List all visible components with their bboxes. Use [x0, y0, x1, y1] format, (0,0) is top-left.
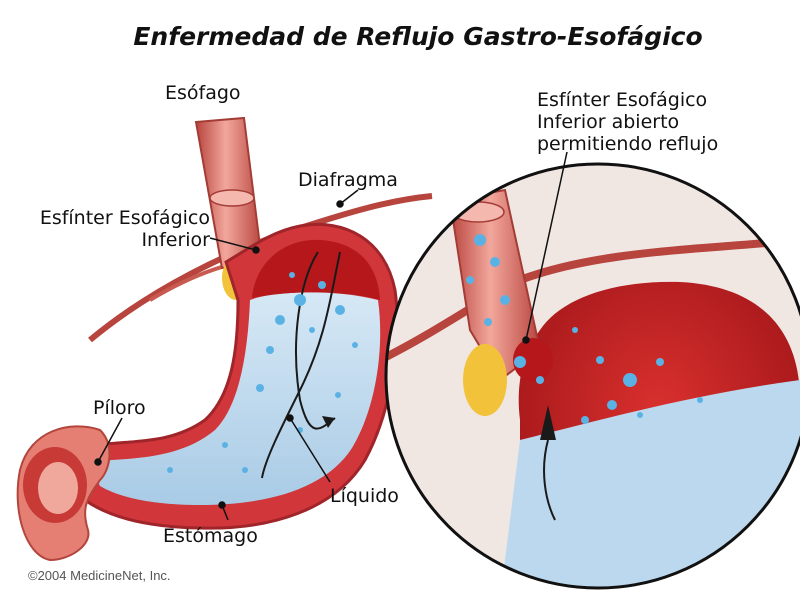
label-zoom-line3: permitiendo reflujo — [537, 133, 718, 155]
zoom-reflux-arrowhead — [540, 405, 556, 440]
label-liquido: Líquido — [330, 485, 399, 507]
copyright-text: ©2004 MedicineNet, Inc. — [28, 568, 171, 583]
zoom-sphincter — [513, 338, 553, 382]
reflux-arrowhead — [322, 416, 335, 428]
pylorus-opening — [38, 462, 78, 514]
zoom-fat-deposit — [463, 344, 507, 416]
zoom-reflux-line — [543, 439, 556, 521]
esophagus-opening — [209, 189, 255, 207]
zoom-esophagus-opening — [451, 201, 505, 223]
label-esfinter-line1: Esfínter Esofágico — [40, 207, 210, 229]
label-diafragma: Diafragma — [298, 169, 398, 191]
label-piloro: Píloro — [93, 397, 146, 419]
stomach-illustration — [16, 116, 433, 562]
reflux-arrow-path — [295, 251, 336, 430]
liquid-bubbles — [167, 272, 358, 473]
label-esofago: Esófago — [165, 82, 241, 104]
label-zoom-line2: Inferior abierto — [537, 111, 679, 133]
page-title: Enfermedad de Reflujo Gastro-Esofágico — [133, 22, 702, 51]
label-zoom-line1: Esfínter Esofágico — [537, 89, 707, 111]
stomach-liquid — [96, 292, 381, 505]
label-estomago: Estómago — [163, 525, 258, 547]
stomach-fundus — [252, 239, 380, 300]
zoom-detail — [384, 162, 800, 590]
zoom-bubbles — [466, 234, 703, 424]
label-esfinter-line2: Inferior — [141, 229, 210, 251]
zoom-circle-border — [384, 162, 800, 590]
reflux-arrow-path-2 — [261, 251, 341, 479]
leader-lines — [94, 151, 568, 521]
zoom-diaphragm — [386, 236, 800, 364]
